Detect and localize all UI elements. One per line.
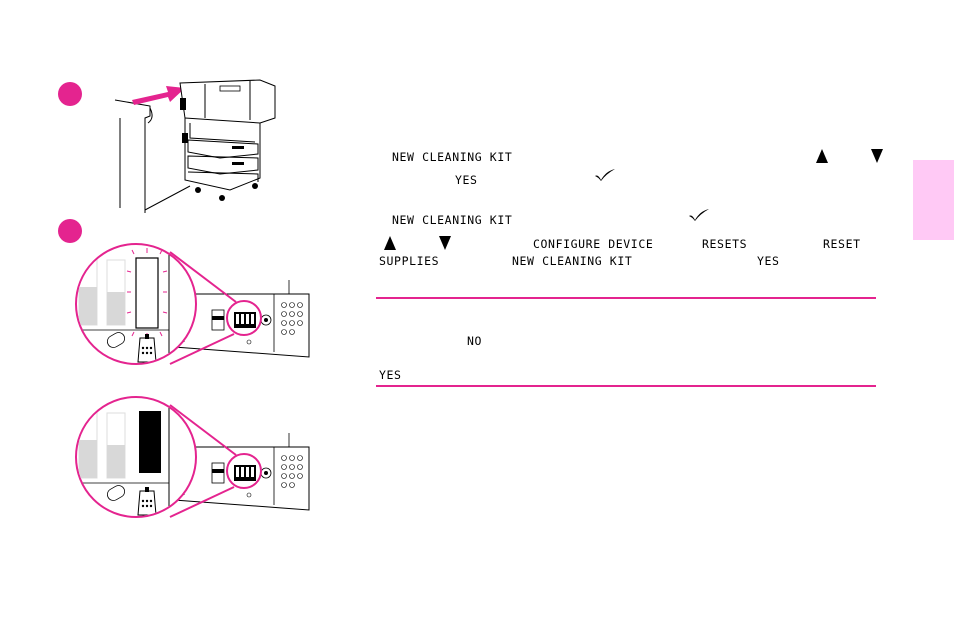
note-yes: YES bbox=[379, 368, 402, 382]
menu-reset: RESET bbox=[823, 237, 861, 251]
note-no: NO bbox=[467, 334, 483, 348]
menu-supplies: SUPPLIES bbox=[379, 254, 440, 268]
menu-new-cleaning-kit: NEW CLEANING KIT bbox=[512, 254, 633, 268]
section-tab bbox=[913, 160, 954, 240]
control-panel-after-illustration bbox=[75, 396, 310, 518]
menu-yes: YES bbox=[757, 254, 780, 268]
up-arrow-icon bbox=[384, 236, 396, 250]
cleaning-kit-gauge-full bbox=[139, 411, 161, 473]
insert-arrow-icon bbox=[132, 86, 185, 105]
step-marker-1 bbox=[58, 82, 82, 106]
down-arrow-icon bbox=[871, 149, 883, 163]
cleaning-kit-icon bbox=[137, 334, 157, 363]
note-bottom-rule bbox=[376, 385, 876, 387]
cleaning-kit-icon bbox=[137, 487, 157, 516]
checkmark-icon bbox=[689, 209, 709, 221]
control-panel-before-illustration bbox=[75, 243, 310, 365]
cleaning-kit-gauge-empty bbox=[135, 257, 159, 329]
instruction-yes-1: YES bbox=[455, 173, 478, 187]
printer-illustration bbox=[114, 79, 276, 213]
down-arrow-icon bbox=[439, 236, 451, 250]
note-top-rule bbox=[376, 297, 876, 299]
checkmark-icon bbox=[595, 169, 615, 181]
step-marker-2 bbox=[58, 219, 82, 243]
menu-resets: RESETS bbox=[702, 237, 748, 251]
menu-configure-device: CONFIGURE DEVICE bbox=[533, 237, 654, 251]
instruction-kit-name-2: NEW CLEANING KIT bbox=[392, 213, 513, 227]
instruction-kit-name-1: NEW CLEANING KIT bbox=[392, 150, 513, 164]
up-arrow-icon bbox=[816, 149, 828, 163]
